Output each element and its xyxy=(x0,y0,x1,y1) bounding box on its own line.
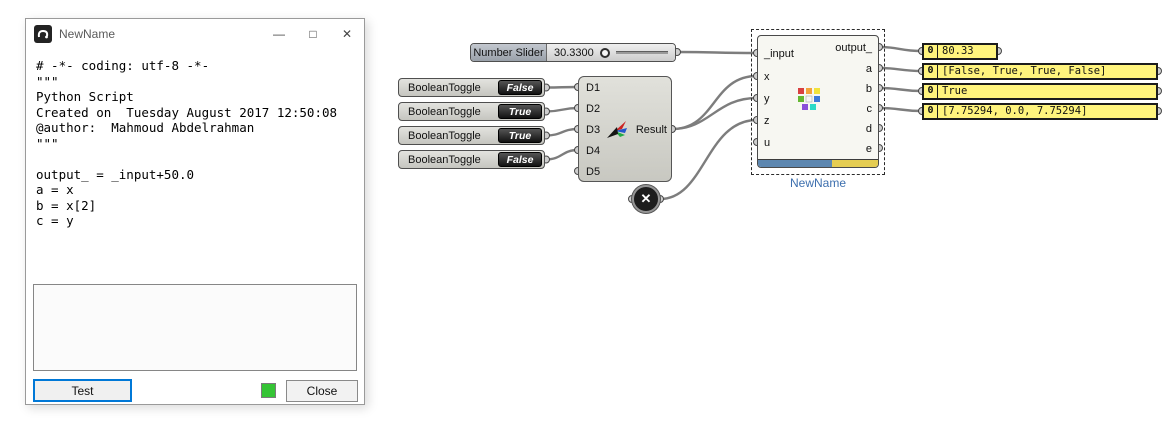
input-label: y xyxy=(764,93,770,105)
input-label: D2 xyxy=(586,103,601,115)
slider-grip[interactable] xyxy=(599,47,610,58)
boolean-toggle-3[interactable]: BooleanToggle True xyxy=(398,126,545,145)
slider-value-area: 30.3300 xyxy=(547,44,675,61)
output-label: b xyxy=(865,83,872,95)
toggle-label: BooleanToggle xyxy=(408,129,481,142)
toggle-value[interactable]: True xyxy=(498,104,542,119)
output-label: e xyxy=(865,143,872,155)
window-title: NewName xyxy=(59,27,116,41)
python-component[interactable]: _input x y z u output_ a b c d e xyxy=(757,35,879,168)
code-editor[interactable]: # -*- coding: utf-8 -*- """ Python Scrip… xyxy=(36,58,338,228)
slider-value: 30.3300 xyxy=(554,46,594,59)
x-icon: ✕ xyxy=(640,191,652,206)
panel-text: True xyxy=(942,85,968,97)
toggle-value[interactable]: False xyxy=(498,80,542,95)
input-type-strip xyxy=(758,159,833,167)
data-panel-2[interactable]: 0 [False, True, True, False] xyxy=(922,63,1158,80)
output-label: d xyxy=(865,123,872,135)
panel-index: 0 xyxy=(924,45,938,58)
output-type-strip xyxy=(832,159,878,167)
panel-index: 0 xyxy=(924,105,938,118)
toggle-label: BooleanToggle xyxy=(408,81,481,94)
toggle-value[interactable]: False xyxy=(498,152,542,167)
boolean-toggle-1[interactable]: BooleanToggle False xyxy=(398,78,545,97)
panel-index: 0 xyxy=(924,85,938,98)
toggle-label: BooleanToggle xyxy=(408,105,481,118)
wires[interactable] xyxy=(544,45,924,201)
panel-text: [7.75294, 0.0, 7.75294] xyxy=(942,105,1088,117)
output-console xyxy=(33,284,357,371)
slider-label: Number Slider xyxy=(471,44,547,61)
panel-text: [False, True, True, False] xyxy=(942,65,1107,77)
close-button[interactable]: Close xyxy=(286,380,358,402)
minimize-button[interactable]: — xyxy=(273,27,285,41)
maximize-button[interactable]: □ xyxy=(309,27,317,41)
output-label: c xyxy=(866,103,873,115)
app-icon xyxy=(34,25,52,43)
boolean-toggle-4[interactable]: BooleanToggle False xyxy=(398,150,545,169)
output-label: Result xyxy=(635,124,667,136)
input-label: u xyxy=(764,137,771,149)
toggle-label: BooleanToggle xyxy=(408,153,481,166)
input-label: D3 xyxy=(586,124,601,136)
panel-text: 80.33 xyxy=(942,45,974,57)
input-label: D5 xyxy=(586,166,601,178)
boolean-toggle-2[interactable]: BooleanToggle True xyxy=(398,102,545,121)
output-label: a xyxy=(865,63,872,75)
result-icon xyxy=(607,121,627,138)
input-label: x xyxy=(764,71,770,83)
output-label: output_ xyxy=(835,42,872,54)
compile-status-indicator xyxy=(261,383,276,398)
result-component[interactable]: D1 D2 D3 D4 D5 Result xyxy=(578,76,672,182)
test-button[interactable]: Test xyxy=(33,379,132,402)
button-component[interactable]: ✕ xyxy=(632,185,660,213)
script-editor-window: NewName — □ ✕ # -*- coding: utf-8 -*- ""… xyxy=(25,18,365,405)
toggle-value[interactable]: True xyxy=(498,128,542,143)
python-icon xyxy=(798,88,820,110)
input-label: D4 xyxy=(586,145,601,157)
python-component-name: NewName xyxy=(789,176,846,190)
input-label: _input xyxy=(764,48,794,60)
panel-index: 0 xyxy=(924,65,938,78)
close-icon[interactable]: ✕ xyxy=(341,27,353,41)
selection-outline xyxy=(751,29,885,175)
data-panel-4[interactable]: 0 [7.75294, 0.0, 7.75294] xyxy=(922,103,1158,120)
data-panel-1[interactable]: 0 80.33 xyxy=(922,43,998,60)
number-slider[interactable]: Number Slider 30.3300 xyxy=(470,43,676,62)
slider-track[interactable] xyxy=(615,51,668,54)
titlebar[interactable]: NewName — □ ✕ xyxy=(26,19,364,49)
data-panel-3[interactable]: 0 True xyxy=(922,83,1158,100)
input-label: z xyxy=(764,115,770,127)
input-label: D1 xyxy=(586,82,601,94)
